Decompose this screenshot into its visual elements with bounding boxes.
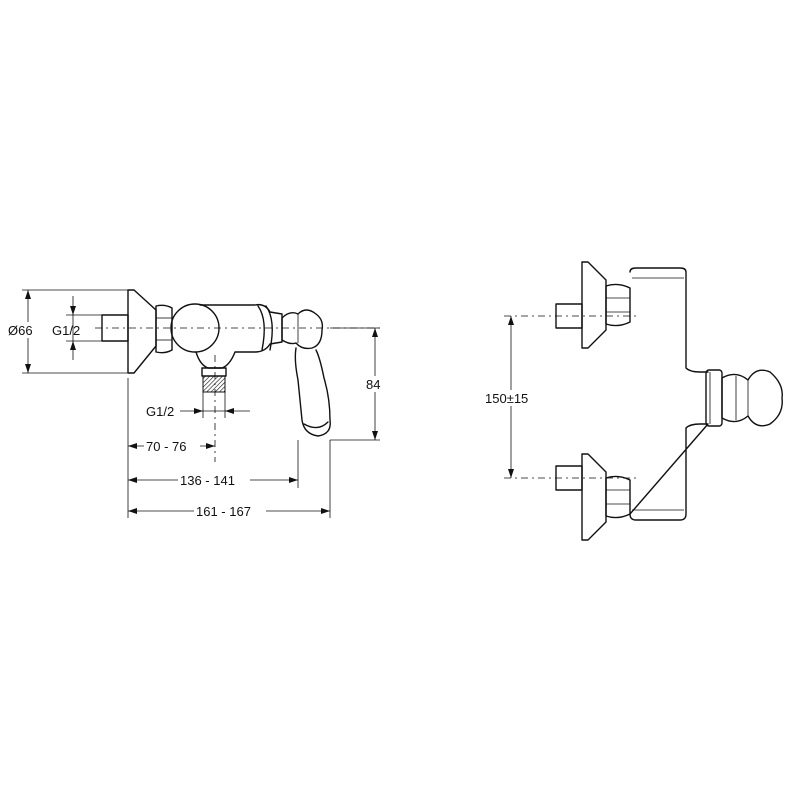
lever-distance-label: 136 - 141 [180,473,235,488]
flange-diameter-label: Ø66 [8,323,33,338]
outlet-thread-label: G1/2 [146,404,174,419]
center-distance-label: 150±15 [485,391,528,406]
top-nut [605,283,631,327]
handle-knob [721,369,783,427]
bottom-flange [581,453,607,541]
side-view: Ø66 G1/2 G1/2 70 - 76 136 - 141 161 - 16… [6,289,386,519]
outlet-distance-label: 70 - 76 [146,439,186,454]
body-knob [170,303,220,353]
hex-nut [155,304,173,354]
inlet-thread-label: G1/2 [52,323,80,338]
front-view: 150±15 [483,261,783,541]
outlet-thread [202,375,226,393]
mixer-body [195,303,283,369]
wall-flange [127,289,157,374]
body-bar [629,267,709,521]
lever-hub [281,309,324,350]
lever-collar [257,305,273,351]
bottom-nut [605,475,631,519]
lever-handle [294,347,331,437]
overall-distance-label: 161 - 167 [196,504,251,519]
outlet-fitting [201,367,227,377]
handle-collar [705,369,723,427]
top-flange [581,261,607,349]
height-label: 84 [366,377,380,392]
